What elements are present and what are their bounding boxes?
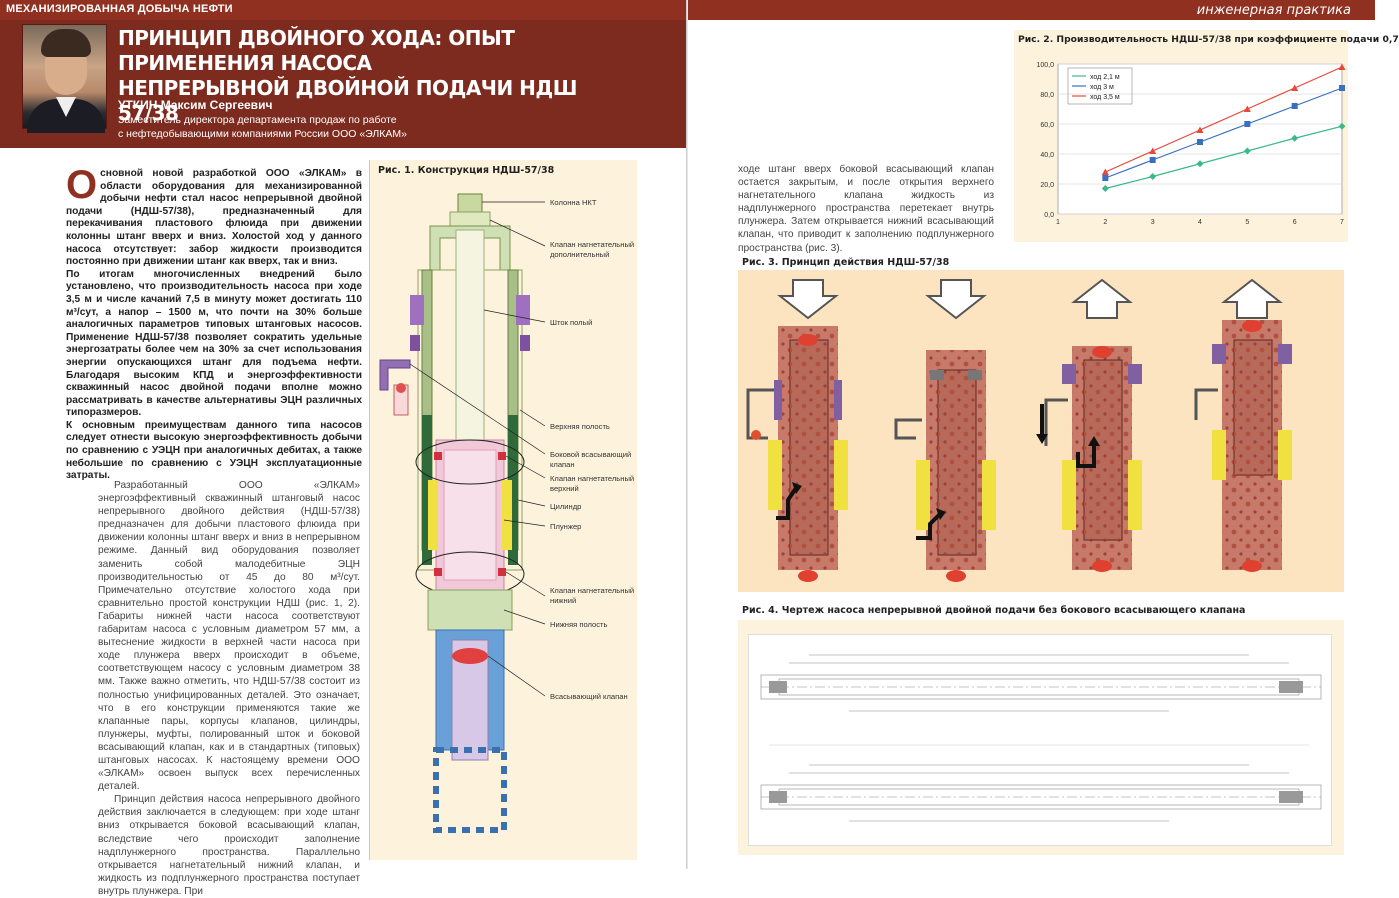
productivity-chart: 0,0 20,0 40,0 60,0 80,0 100,0 1 2 3 4 5 6 7 ход 2,1 м…: [1036, 62, 1346, 226]
lead-paragraph-3: К основным преимуществам данного типа на…: [66, 419, 362, 482]
dropcap: О: [66, 163, 98, 207]
right-column-text: ходе штанг вверх боковой всасывающий кла…: [738, 164, 994, 254]
lead-paragraph-2: По итогам многочисленных внедрений было …: [66, 268, 362, 419]
label-lower-discharge-valve: Клапан нагнетательный нижний: [550, 586, 635, 605]
data-point: [1101, 168, 1109, 175]
title-line-2: НЕПРЕРЫВНОЙ ДВОЙНОЙ ПОДАЧИ НДШ 57/38: [118, 76, 577, 125]
label-side-intake-valve: Боковой всасывающий клапан: [550, 450, 632, 469]
figure-1: Рис. 1. Конструкция НДШ-57/38: [369, 160, 637, 860]
data-point: [1196, 160, 1204, 168]
pump-drawing: [748, 634, 1332, 846]
label-plunger: Плунжер: [550, 522, 582, 531]
title-line-1: ПРИНЦИП ДВОЙНОГО ХОДА: ОПЫТ ПРИМЕНЕНИЯ Н…: [118, 26, 515, 75]
data-point: [1243, 105, 1251, 112]
pump-construction-diagram: [379, 193, 546, 833]
figure-3: [738, 270, 1344, 592]
author-name: УТКИН Максим Сергеевич: [118, 98, 273, 112]
legend-label: ход 3,5 м: [1090, 94, 1120, 101]
x-tick-label: 3: [1151, 219, 1155, 226]
data-point: [1196, 126, 1204, 133]
data-point: [1101, 185, 1109, 192]
label-hollow-rod: Шток полый: [550, 318, 593, 327]
author-position: Заместитель директора департамента прода…: [118, 113, 448, 141]
x-tick-label: 6: [1293, 219, 1297, 226]
section-strip: [0, 0, 687, 20]
x-tick-label: 5: [1245, 219, 1249, 226]
figure-2: Рис. 2. Производительность НДШ-57/38 при…: [1014, 30, 1399, 242]
lead-text: О сновной новой разработкой ООО «ЭЛКАМ» …: [66, 163, 362, 483]
data-point: [1291, 134, 1299, 142]
arrow-up-icon: [1071, 278, 1133, 319]
header-band: [0, 0, 687, 148]
state-4: [1194, 278, 1292, 572]
author-position-line-1: Заместитель директора департамента прода…: [118, 114, 397, 126]
data-point: [1291, 84, 1299, 91]
article-title: ПРИНЦИП ДВОЙНОГО ХОДА: ОПЫТ ПРИМЕНЕНИЯ Н…: [118, 26, 618, 126]
y-tick-label: 80,0: [1040, 92, 1054, 99]
arrow-down-icon: [925, 279, 987, 320]
data-point: [1102, 175, 1109, 181]
data-point: [1197, 139, 1203, 145]
right-header-strip: [688, 0, 1375, 20]
y-tick-label: 20,0: [1040, 182, 1054, 189]
body-text: Разработанный ООО «ЭЛКАМ» энергоэффектив…: [98, 479, 360, 898]
y-tick-label: 0,0: [1044, 212, 1054, 219]
figure-3-caption: Рис. 3. Принцип действия НДШ-57/38: [742, 257, 950, 268]
x-tick-label: 4: [1198, 219, 1202, 226]
state-3: [1036, 278, 1142, 572]
legend-label: ход 3 м: [1090, 84, 1114, 91]
x-tick-label: 7: [1340, 219, 1344, 226]
author-position-line-2: с нефтедобывающими компаниями России ООО…: [118, 128, 407, 140]
label-upper-discharge-valve: Клапан нагнетательный верхний: [550, 474, 635, 493]
label-extra-discharge-valve: Клапан нагнетательный дополнительный: [550, 240, 635, 259]
figure-2-caption: Рис. 2. Производительность НДШ-57/38 при…: [1018, 34, 1399, 45]
body-paragraph-1: Разработанный ООО «ЭЛКАМ» энергоэффектив…: [98, 480, 360, 793]
series-line: [1105, 125, 1343, 190]
page-gutter: [686, 0, 689, 869]
right-page: инженерная практика ходе штанг вверх бок…: [688, 0, 1399, 869]
label-cylinder: Цилиндр: [550, 502, 582, 511]
body-paragraph-2: Принцип действия насоса непрерывного дво…: [98, 794, 360, 897]
legend-box: [1067, 67, 1133, 105]
series-line: [1105, 87, 1343, 179]
label-upper-cavity: Верхняя полость: [550, 422, 610, 431]
lead-paragraph-1: сновной новой разработкой ООО «ЭЛКАМ» в …: [66, 168, 362, 268]
label-tubing-column: Колонна НКТ: [550, 198, 597, 207]
data-point: [1338, 122, 1346, 130]
data-point: [1149, 147, 1157, 154]
data-point: [1243, 147, 1251, 155]
left-page: МЕХАНИЗИРОВАННАЯ ДОБЫЧА НЕФТИ ПРИНЦИП ДВ…: [0, 0, 687, 897]
figure-4-caption: Рис. 4. Чертеж насоса непрерывной двойно…: [742, 605, 1246, 616]
x-tick-label: 2: [1103, 219, 1107, 226]
section-title: МЕХАНИЗИРОВАННАЯ ДОБЫЧА НЕФТИ: [6, 3, 233, 15]
data-point: [1149, 157, 1156, 163]
data-point: [1244, 121, 1251, 127]
data-point: [1291, 103, 1298, 109]
y-tick-label: 40,0: [1040, 152, 1054, 159]
author-photo: [22, 24, 107, 133]
pump-principle-diagram: [746, 278, 1292, 582]
right-section-title: инженерная практика: [1196, 3, 1351, 18]
y-tick-label: 100,0: [1036, 62, 1054, 69]
figure-4: [738, 620, 1344, 855]
data-point: [1339, 85, 1345, 91]
figure-1-caption: Рис. 1. Конструкция НДШ-57/38: [378, 165, 555, 176]
data-point: [1149, 173, 1157, 180]
legend-label: ход 2,1 м: [1090, 74, 1120, 81]
state-1: [746, 279, 848, 582]
label-lower-cavity: Нижняя полость: [550, 620, 608, 629]
y-tick-label: 60,0: [1040, 122, 1054, 129]
arrow-up-icon: [1221, 278, 1283, 319]
state-2: [894, 279, 996, 582]
arrow-down-icon: [777, 279, 839, 320]
series-line: [1105, 66, 1343, 173]
data-point: [1338, 63, 1346, 70]
label-intake-valve: Всасывающий клапан: [550, 692, 628, 701]
x-tick-label: 1: [1056, 219, 1060, 226]
